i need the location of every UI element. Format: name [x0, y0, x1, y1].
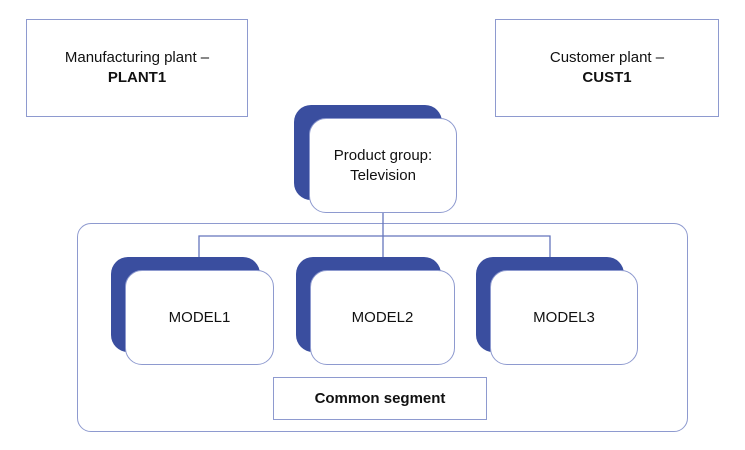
manufacturing-plant-label: Manufacturing plant –: [64, 49, 210, 66]
product-group-name: Television: [350, 166, 416, 184]
product-group-label: Product group:: [333, 146, 433, 164]
model2-label: MODEL2: [351, 308, 414, 326]
connector-branch: [198, 235, 551, 258]
common-segment-box: Common segment: [273, 377, 487, 420]
model1-label: MODEL1: [168, 308, 231, 326]
manufacturing-plant-code: PLANT1: [107, 69, 167, 86]
model2-box: MODEL2: [310, 270, 455, 365]
customer-plant-label: Customer plant –: [549, 49, 665, 66]
common-segment-label: Common segment: [314, 389, 446, 407]
model1-box: MODEL1: [125, 270, 274, 365]
customer-plant-box: Customer plant – CUST1: [495, 19, 719, 117]
manufacturing-plant-box: Manufacturing plant – PLANT1: [26, 19, 248, 117]
model3-label: MODEL3: [533, 308, 595, 326]
product-group-box: Product group: Television: [309, 118, 457, 213]
customer-plant-code: CUST1: [582, 69, 632, 86]
model3-box: MODEL3: [490, 270, 638, 365]
